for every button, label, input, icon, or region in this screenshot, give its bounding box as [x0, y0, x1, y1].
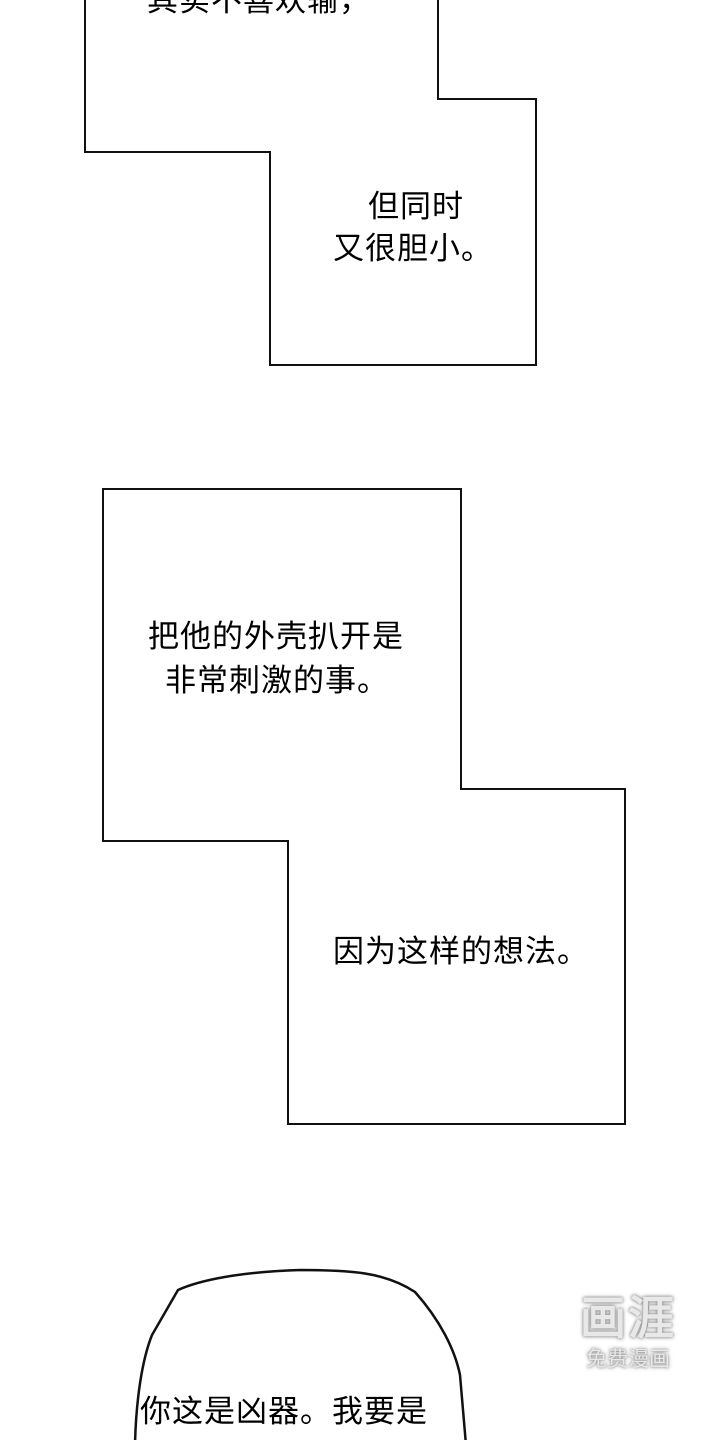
narration-text: 因为这样的想法。 — [333, 934, 589, 970]
narration-text: 但同时 — [368, 189, 464, 225]
narration-text: 其实不喜欢输， — [147, 0, 371, 19]
speech-bubble — [133, 1268, 467, 1440]
watermark-logo-text: 画涯 — [580, 1291, 676, 1345]
narration-box-2 — [102, 488, 626, 1125]
narration-text: 又很胆小。 — [333, 231, 493, 267]
watermark-logo: 画涯 免费漫画 — [566, 1290, 690, 1372]
watermark-tagline: 免费漫画 — [586, 1347, 670, 1371]
narration-text: 把他的外壳扒开是 — [148, 619, 404, 655]
narration-box-1 — [84, 0, 537, 366]
speech-text: 你这是凶器。我要是 — [140, 1394, 428, 1430]
narration-text: 非常刺激的事。 — [165, 663, 389, 699]
